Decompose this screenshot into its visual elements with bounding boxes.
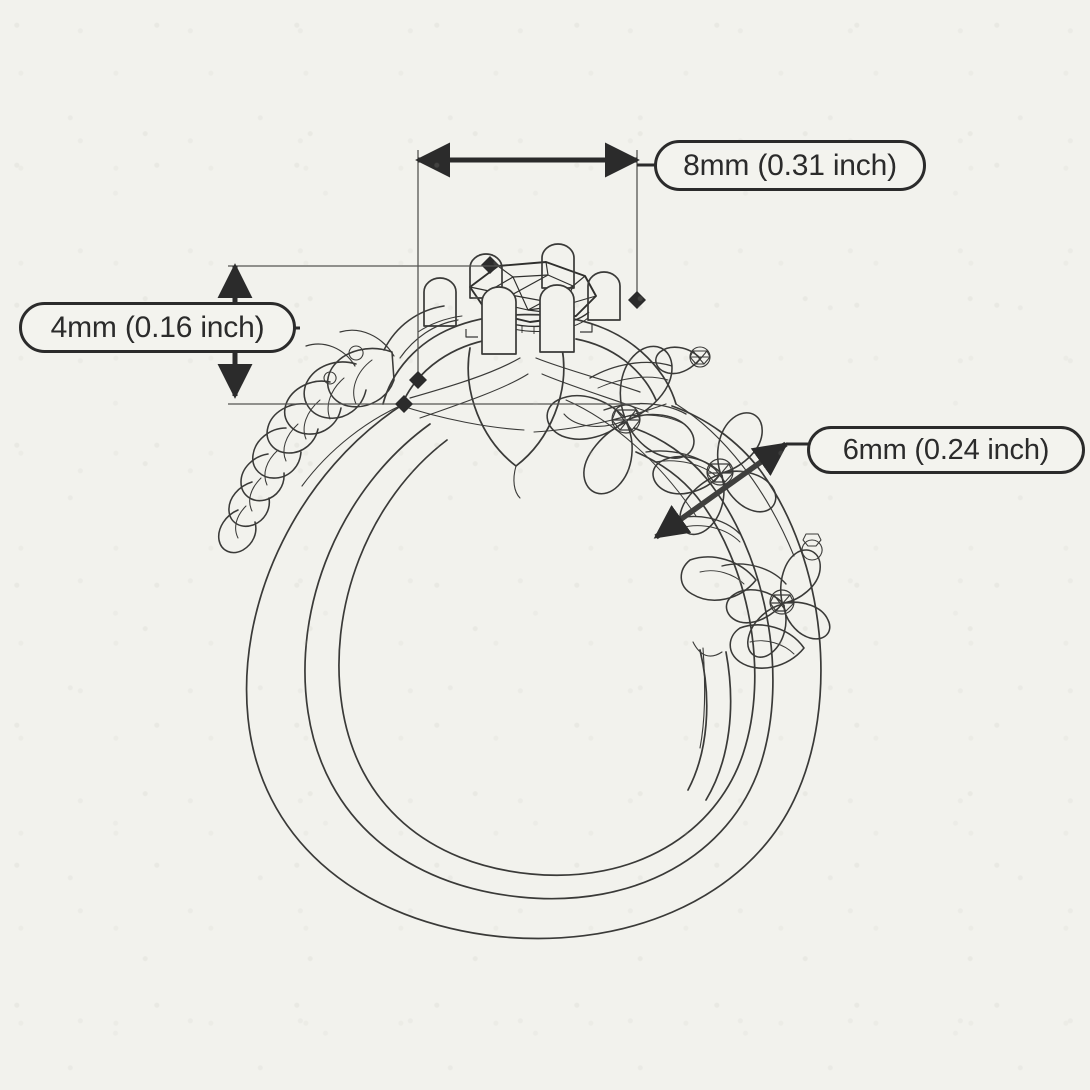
dimension-top-width bbox=[409, 142, 656, 389]
dimension-band-width bbox=[653, 441, 810, 540]
center-stone-prongs bbox=[423, 243, 621, 355]
diamond-marker-icon bbox=[395, 395, 413, 413]
left-shoulder-flowers bbox=[217, 305, 463, 554]
dimension-label-width: 8mm (0.31 inch) bbox=[654, 140, 926, 191]
dimension-label-height: 4mm (0.16 inch) bbox=[19, 302, 296, 353]
right-shoulder-flowers bbox=[546, 345, 831, 669]
dimension-label-band: 6mm (0.24 inch) bbox=[807, 426, 1085, 474]
diamond-marker-icon bbox=[628, 291, 646, 309]
diamond-marker-icon bbox=[481, 256, 499, 274]
diamond-marker-icon bbox=[409, 371, 427, 389]
ring-crown-structure bbox=[382, 313, 677, 499]
double-headed-arrow-icon bbox=[653, 441, 789, 540]
